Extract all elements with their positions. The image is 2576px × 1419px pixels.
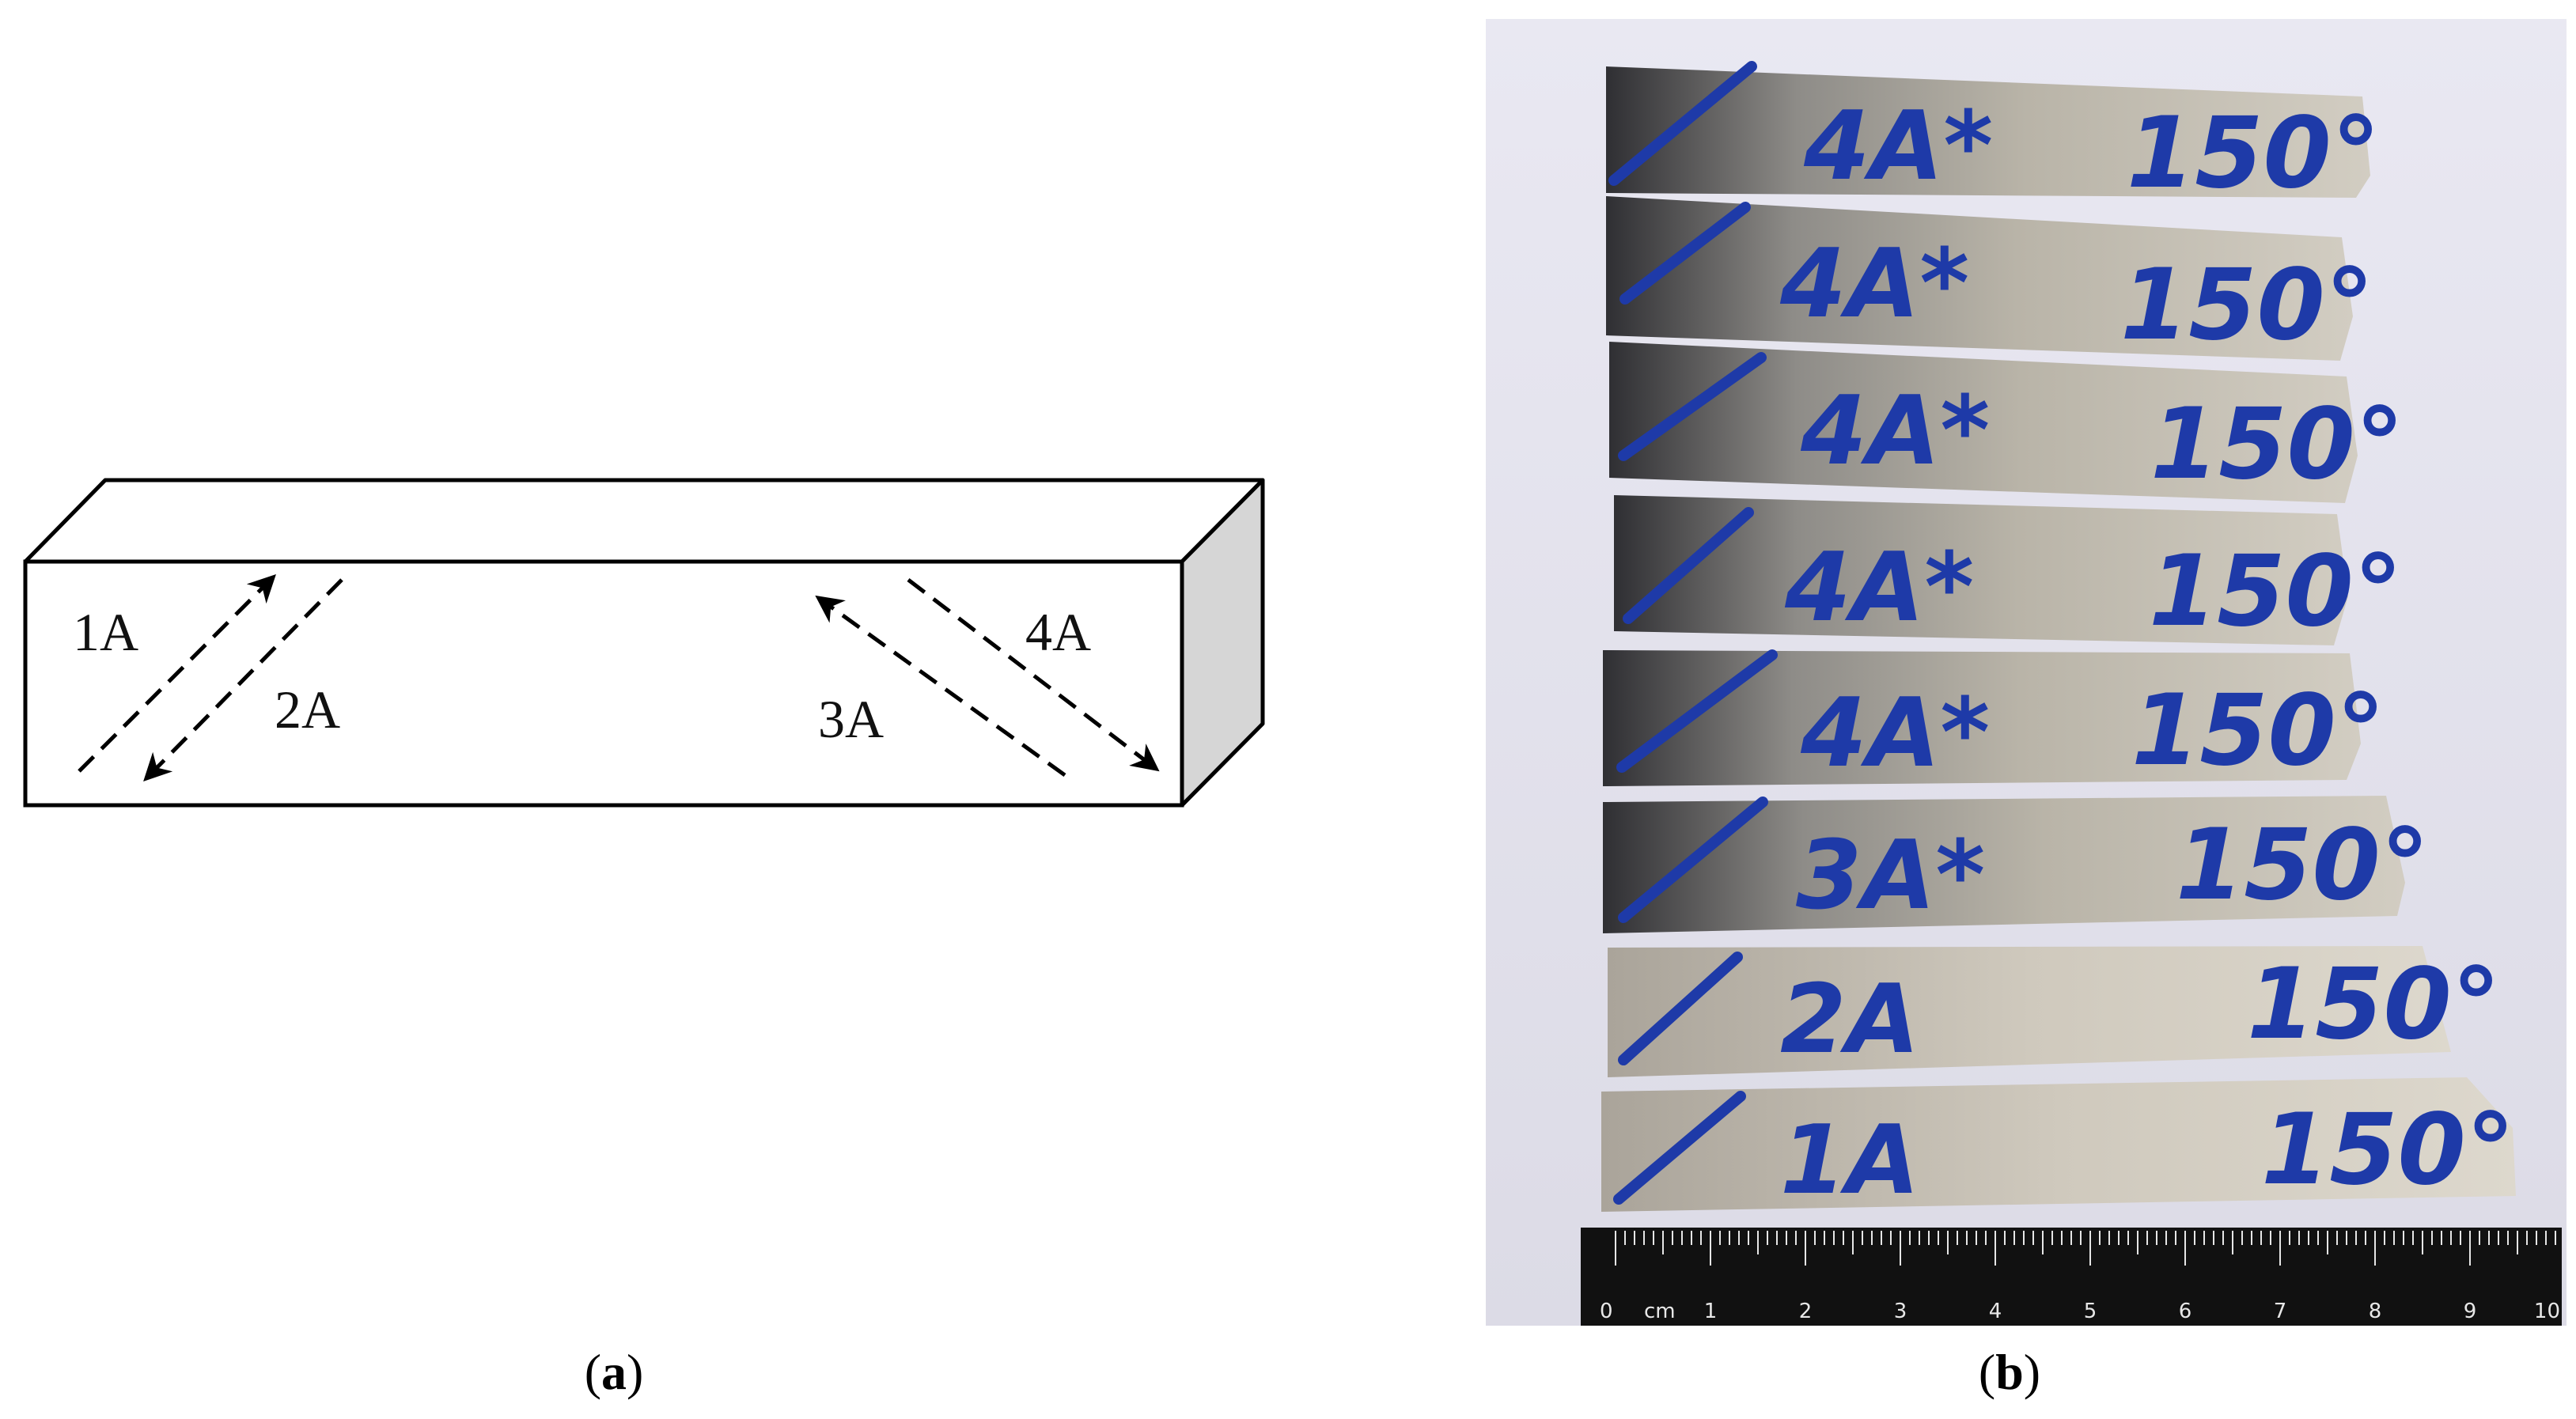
- bar-slash: [1618, 952, 1743, 1065]
- bar-1: 4A* 150°: [1606, 61, 2381, 210]
- label-3a: 3A: [818, 689, 884, 749]
- bar-slash: [1618, 352, 1767, 461]
- bar-label: 3A*: [1796, 821, 1985, 931]
- path-2a-arrow: [143, 578, 343, 781]
- caption-a: (a): [585, 1344, 644, 1400]
- block-top-face: [23, 478, 1265, 564]
- label-1a: 1A: [73, 602, 138, 662]
- bar-label: 1A: [1780, 1106, 1919, 1216]
- bar-8: 1A 150°: [1601, 1077, 2516, 1216]
- ruler-ticks: [1615, 1231, 2556, 1266]
- bar-body: [1608, 946, 2451, 1077]
- bar-temp: 150°: [2149, 535, 2403, 649]
- bar-temp: 150°: [2131, 674, 2385, 788]
- ruler-number: 0: [1600, 1300, 1613, 1323]
- caption-a-open: (: [585, 1344, 601, 1400]
- bar-temp: 150°: [2261, 1093, 2515, 1207]
- caption-b-close: ): [2024, 1344, 2040, 1400]
- caption-a-close: ): [627, 1344, 643, 1400]
- bar-6: 3A* 150°: [1603, 796, 2430, 933]
- ruler-number: 7: [2274, 1300, 2287, 1323]
- caption-b-open: (: [1979, 1344, 1995, 1400]
- bar-body: [1606, 66, 2370, 198]
- ruler: 0 1 2 3 4 5 6 7 8 9 10 cm: [1581, 1228, 2562, 1326]
- bar-slash: [1616, 649, 1778, 773]
- bar-slash: [1613, 1091, 1746, 1205]
- caption-b: (b): [1979, 1344, 2040, 1400]
- bar-3: 4A* 150°: [1609, 342, 2404, 503]
- bar-label: 4A*: [1803, 92, 1993, 202]
- ruler-number: 9: [2464, 1300, 2477, 1323]
- ruler-number: 2: [1799, 1300, 1813, 1323]
- bar-slash: [1623, 507, 1754, 624]
- ruler-number: 6: [2179, 1300, 2192, 1323]
- bar-5: 4A* 150°: [1603, 649, 2385, 789]
- ruler-number: 3: [1894, 1300, 1907, 1323]
- block-front-face: [23, 559, 1184, 808]
- label-4a: 4A: [1025, 602, 1091, 662]
- ruler-number: 5: [2084, 1300, 2097, 1323]
- bar-body: [1614, 495, 2348, 645]
- bar-label: 4A*: [1800, 679, 1990, 789]
- bar-stack: 4A* 150° 4A* 150° 4A* 150° 4A*: [1601, 61, 2516, 1216]
- ruler-unit: cm: [1644, 1300, 1676, 1323]
- path-1a-arrow: [78, 574, 276, 773]
- bar-body: [1601, 1077, 2516, 1212]
- ruler-number: 4: [1989, 1300, 2002, 1323]
- label-2a: 2A: [275, 679, 340, 740]
- bar-body: [1609, 342, 2358, 503]
- bar-temp: 150°: [2127, 96, 2381, 210]
- bar-temp: 150°: [2150, 388, 2404, 501]
- bar-2: 4A* 150°: [1606, 196, 2374, 362]
- path-4a-arrow: [907, 578, 1160, 772]
- panel-a: 1A 2A 3A 4A (a): [23, 478, 1265, 1400]
- bar-slash: [1618, 797, 1768, 923]
- bar-temp: 150°: [2247, 948, 2501, 1061]
- panel-b-photo: 4A* 150° 4A* 150° 4A* 150° 4A*: [1486, 19, 2567, 1400]
- bar-body: [1603, 796, 2405, 933]
- path-3a-arrow: [815, 595, 1066, 778]
- bar-7: 2A 150°: [1608, 946, 2501, 1077]
- bar-label: 4A*: [1800, 377, 1990, 486]
- bar-label: 4A*: [1779, 229, 1969, 339]
- ruler-labels: 0 1 2 3 4 5 6 7 8 9 10: [1600, 1300, 2560, 1323]
- ruler-number: 8: [2369, 1300, 2382, 1323]
- bar-slash: [1608, 61, 1757, 186]
- bar-4: 4A* 150°: [1614, 495, 2403, 649]
- bar-label: 2A: [1780, 965, 1919, 1075]
- caption-b-letter: b: [1995, 1344, 2024, 1400]
- bar-body: [1606, 196, 2353, 361]
- bar-temp: 150°: [2176, 808, 2430, 922]
- bar-slash: [1619, 202, 1751, 305]
- bar-body: [1603, 650, 2361, 786]
- bar-label: 4A*: [1784, 533, 1974, 643]
- caption-a-letter: a: [601, 1344, 627, 1400]
- bar-temp: 150°: [2120, 248, 2374, 362]
- ruler-number: 10: [2534, 1300, 2560, 1323]
- ruler-number: 1: [1704, 1300, 1718, 1323]
